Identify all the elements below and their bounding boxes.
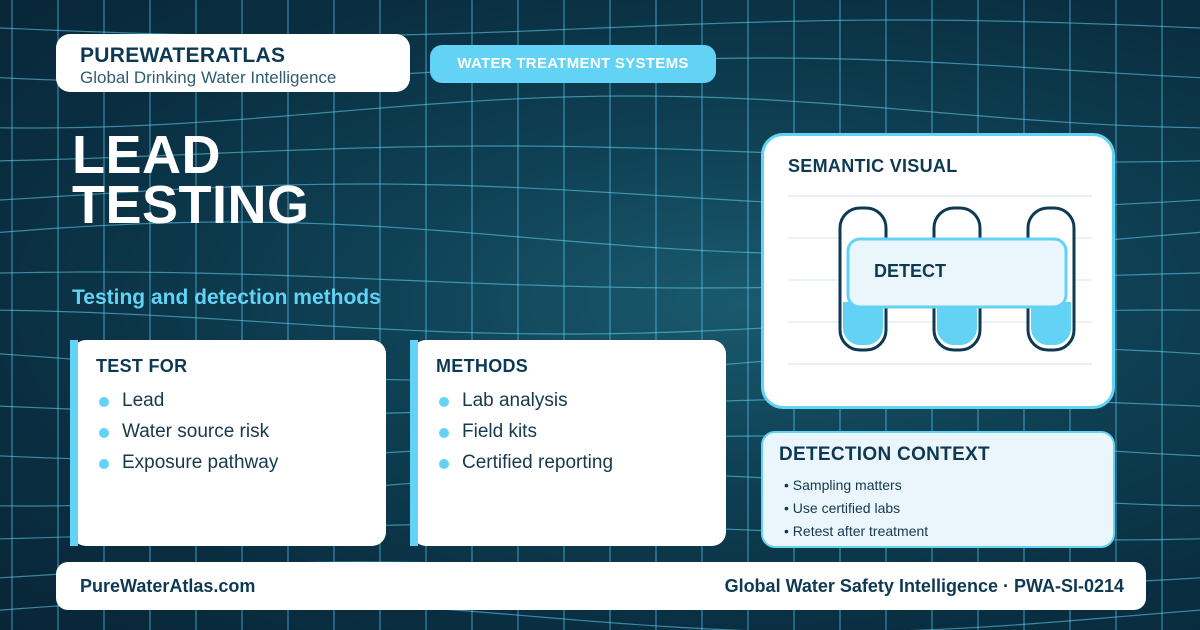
detection-context-list: • Sampling matters • Use certified labs …: [779, 474, 1113, 543]
detection-context-title: DETECTION CONTEXT: [779, 444, 990, 465]
detect-label-box: [846, 237, 1068, 309]
list-item: Field kits: [436, 416, 726, 447]
card-accent-bar: [70, 340, 78, 546]
footer-site-link[interactable]: PureWaterAtlas.com: [80, 575, 256, 596]
title-line-1: LEAD: [72, 125, 221, 185]
test-for-card: TEST FOR Lead Water source risk Exposure…: [72, 340, 386, 546]
footer-bar: PureWaterAtlas.com Global Water Safety I…: [56, 562, 1146, 610]
page-subtitle: Testing and detection methods: [72, 286, 381, 309]
list-item: • Use certified labs: [784, 500, 901, 516]
page-title: LEAD TESTING: [72, 125, 472, 235]
card-title: TEST FOR: [96, 356, 188, 376]
list-item: Lead: [96, 385, 386, 416]
list-item: Exposure pathway: [96, 447, 386, 478]
brand-name: PUREWATERATLAS: [80, 44, 286, 67]
card-list: Lab analysis Field kits Certified report…: [436, 385, 726, 478]
category-pill[interactable]: WATER TREATMENT SYSTEMS: [430, 45, 716, 83]
card-title: METHODS: [436, 356, 529, 376]
list-item: • Sampling matters: [784, 477, 902, 493]
card-list: Lead Water source risk Exposure pathway: [96, 385, 386, 478]
semantic-visual-card: SEMANTIC VISUAL DETECT: [761, 133, 1115, 409]
list-item: • Retest after treatment: [784, 523, 929, 539]
list-item: Water source risk: [96, 416, 386, 447]
footer-tagline: Global Water Safety Intelligence · PWA-S…: [724, 575, 1124, 596]
detect-label: DETECT: [874, 261, 946, 281]
card-accent-bar: [410, 340, 418, 546]
test-tube-illustration: DETECT: [788, 195, 1092, 365]
brand-tagline: Global Drinking Water Intelligence: [80, 68, 337, 87]
title-line-2: TESTING: [72, 175, 310, 235]
semantic-visual-title: SEMANTIC VISUAL: [788, 156, 958, 176]
detection-context-card: DETECTION CONTEXT • Sampling matters • U…: [761, 431, 1115, 548]
list-item: Lab analysis: [436, 385, 726, 416]
list-item: Certified reporting: [436, 447, 726, 478]
brand-box: PUREWATERATLAS Global Drinking Water Int…: [56, 34, 410, 92]
methods-card: METHODS Lab analysis Field kits Certifie…: [412, 340, 726, 546]
